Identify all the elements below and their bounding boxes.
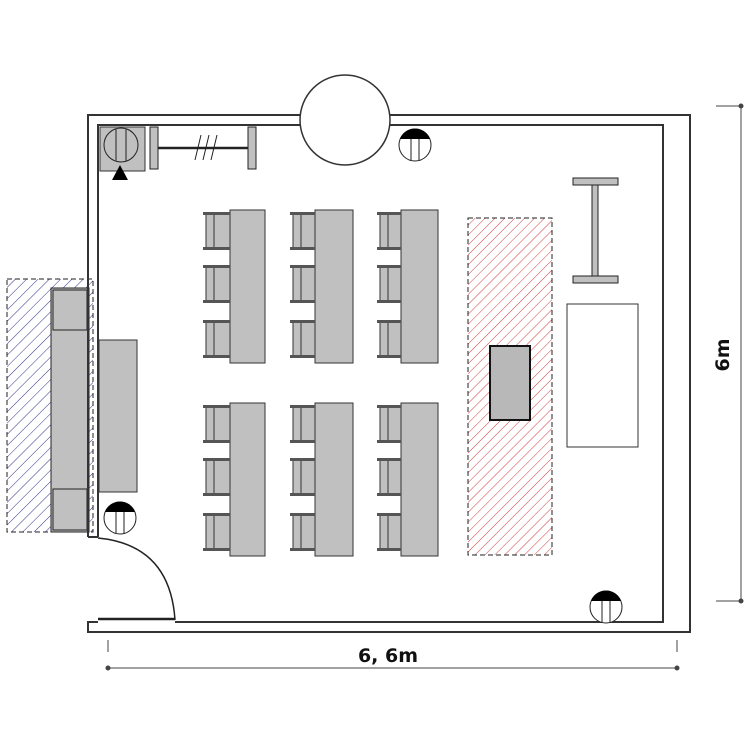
chair (377, 458, 402, 496)
desk-group (203, 209, 266, 364)
teacher-desk (489, 345, 531, 421)
desk-group (290, 209, 354, 364)
desk (314, 209, 354, 364)
chair (290, 265, 316, 303)
column-symbol-icon (589, 590, 623, 624)
triangle-marker-icon (112, 165, 128, 180)
side-cabinet (98, 339, 138, 493)
chair (203, 212, 231, 250)
chair (203, 513, 231, 551)
desk (400, 402, 439, 557)
i-beam-stand (572, 177, 619, 284)
chair (290, 405, 316, 443)
sofa (50, 287, 90, 533)
desk (314, 402, 354, 557)
whiteboard-table (566, 303, 639, 448)
chair (377, 513, 402, 551)
door[interactable] (97, 537, 176, 621)
chair (377, 320, 402, 358)
desk (400, 209, 439, 364)
chair (377, 405, 402, 443)
desk-group (203, 402, 266, 557)
chair (290, 513, 316, 551)
chair (377, 212, 402, 250)
column-symbol-icon (103, 501, 137, 535)
column-symbol-icon (398, 128, 432, 162)
height-label: 6m (712, 338, 734, 371)
height-dimension (716, 103, 744, 604)
chair (290, 458, 316, 496)
chair (203, 405, 231, 443)
chair (377, 265, 402, 303)
walls (87, 114, 691, 633)
chair (290, 212, 316, 250)
desk-group (377, 402, 439, 557)
chair (290, 320, 316, 358)
rail (149, 126, 257, 170)
width-dimension (105, 640, 680, 671)
desk (229, 209, 266, 364)
chair (203, 265, 231, 303)
corner-unit (99, 126, 146, 180)
chair (203, 320, 231, 358)
desk-group (290, 402, 354, 557)
desk-group (377, 209, 439, 364)
desk (229, 402, 266, 557)
chair (203, 458, 231, 496)
width-label: 6, 6m (358, 645, 418, 667)
